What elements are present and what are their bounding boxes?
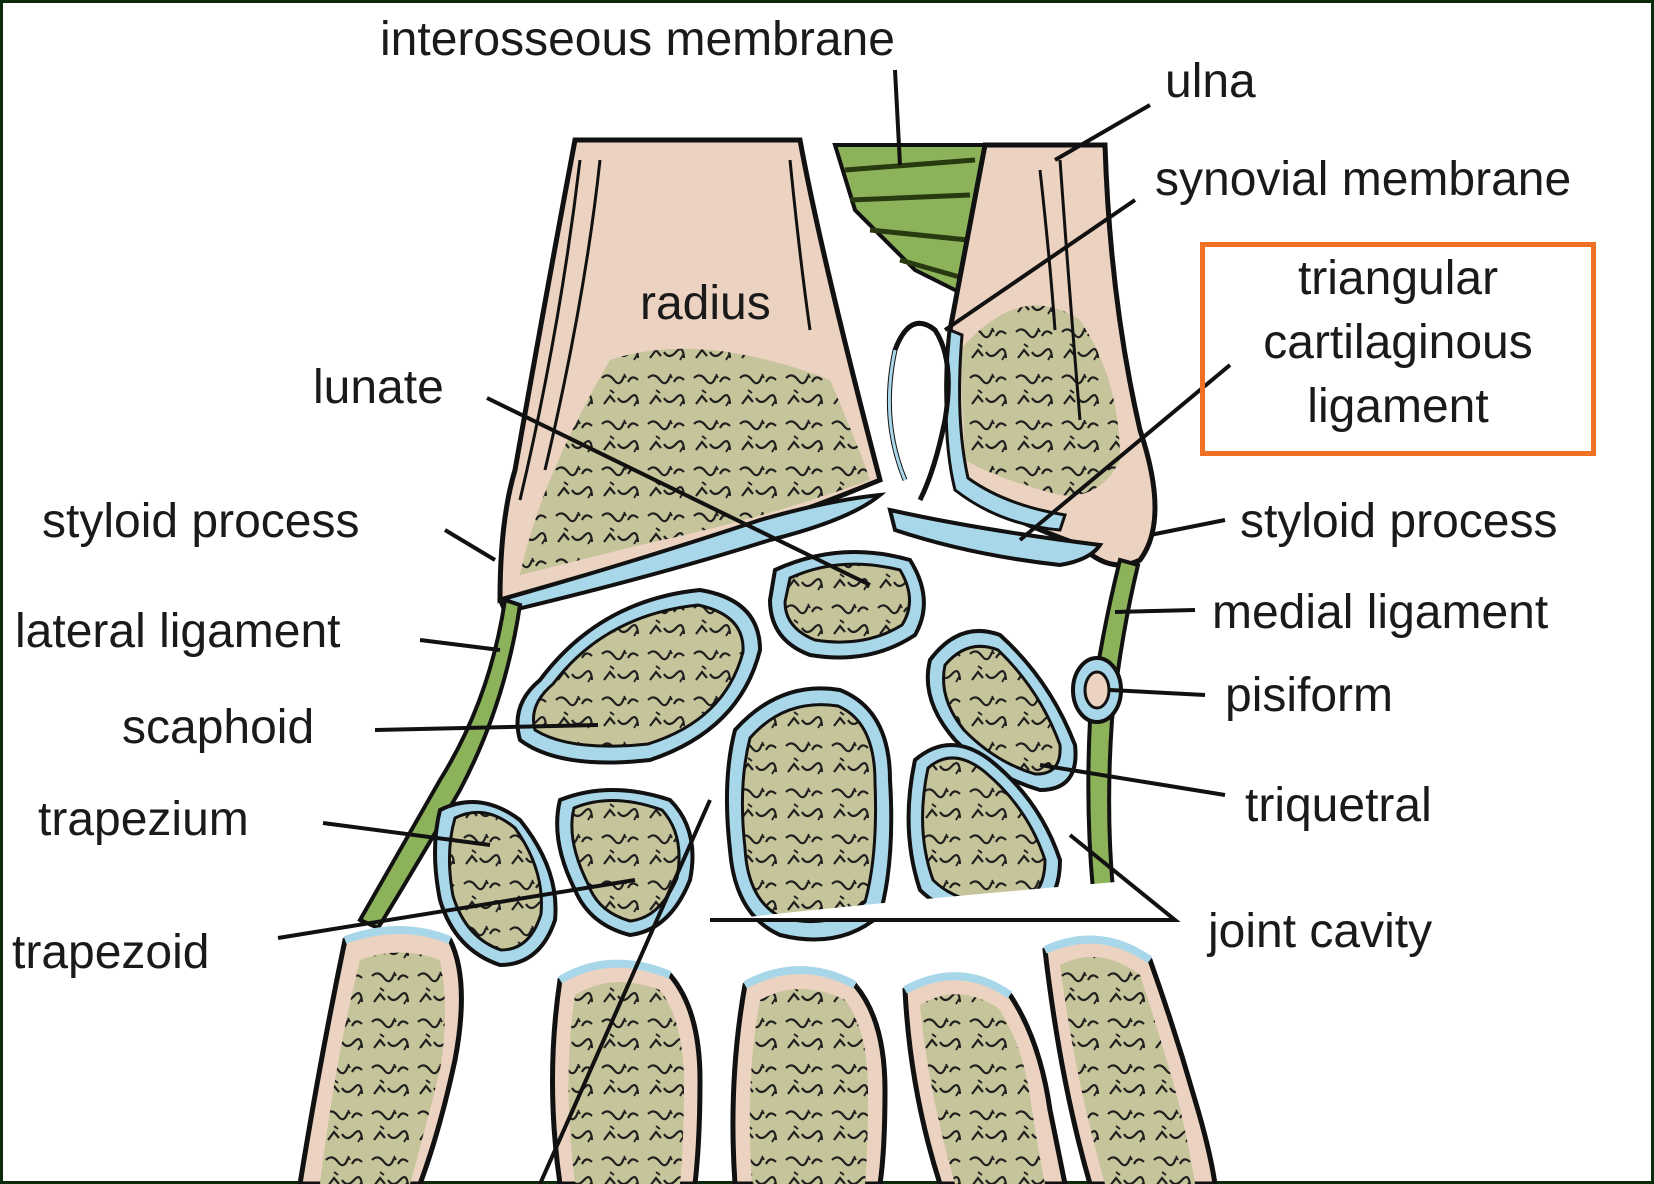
label-pisiform: pisiform [1225,668,1393,724]
label-radius: radius [640,276,771,332]
label-lunate: lunate [313,360,444,416]
label-scaphoid: scaphoid [122,700,314,756]
label-styloid-process-left: styloid process [42,494,359,550]
highlight-line-3: ligament [1205,375,1591,439]
label-synovial-membrane: synovial membrane [1155,152,1571,208]
lunate-bone [770,552,924,658]
label-triquetral: triquetral [1245,778,1432,834]
label-interosseous-membrane: interosseous membrane [380,12,895,68]
highlight-line-2: cartilaginous [1205,311,1591,375]
label-styloid-process-right: styloid process [1240,494,1557,550]
label-joint-cavity: joint cavity [1208,904,1432,960]
label-trapezium: trapezium [38,792,249,848]
label-ulna: ulna [1165,54,1256,110]
label-triangular-cartilaginous-ligament: triangular cartilaginous ligament [1205,247,1591,439]
leader-medial-ligament [1115,610,1195,612]
label-trapezoid: trapezoid [12,925,209,981]
label-lateral-ligament: lateral ligament [15,604,341,660]
highlight-line-1: triangular [1205,247,1591,311]
capitate-bone [727,688,891,939]
label-medial-ligament: medial ligament [1212,585,1548,641]
